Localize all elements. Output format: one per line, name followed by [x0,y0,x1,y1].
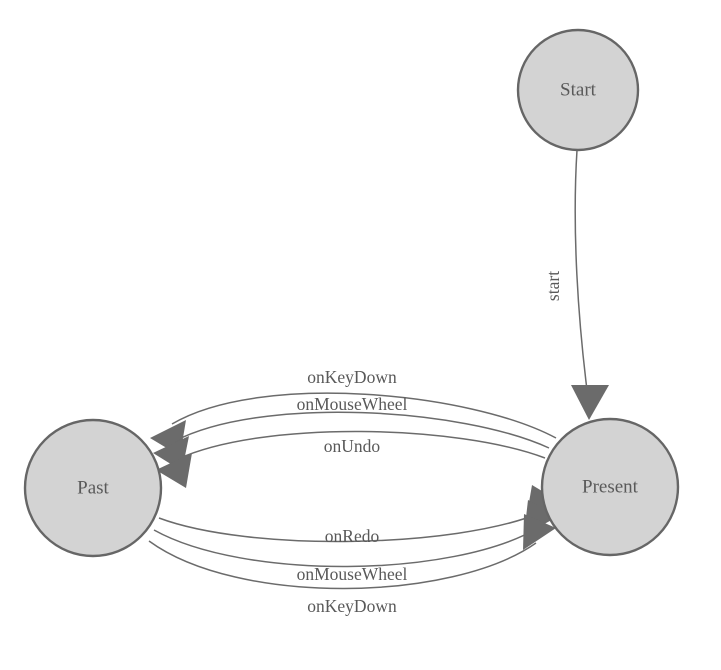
node-past[interactable]: Past [23,418,163,558]
edge-start-arrowhead [571,385,609,420]
edge-onkeydown-redo-label: onKeyDown [307,596,397,616]
edge-onundo-arrowhead [156,453,192,488]
node-past-circle [23,418,163,558]
edge-onmousewheel-undo-label: onMouseWheel [297,394,408,414]
edge-start-path [574,149,589,399]
edge-onkeydown-undo-label: onKeyDown [307,367,397,387]
node-present-label: Present [582,476,639,497]
edge-onkeydown-undo-path [171,392,557,439]
node-present-circle [540,417,680,557]
edge-onredo[interactable]: onRedo [158,485,562,546]
edge-onkeydown-redo-path [148,540,537,590]
edge-onkeydown-redo-arrowhead [523,514,556,550]
edge-onkeydown-redo[interactable]: onKeyDown [148,514,556,616]
node-present[interactable]: Present [540,417,680,557]
edge-onundo-label: onUndo [324,436,381,456]
edge-start-label: start [543,271,563,301]
edge-onredo-label: onRedo [325,526,380,546]
edge-onredo-path [158,512,541,543]
edge-onmousewheel-undo[interactable]: onMouseWheel [153,394,550,471]
edge-onundo-path [177,430,546,460]
edge-onmousewheel-undo-path [174,411,550,449]
node-start[interactable]: Start [516,28,640,152]
edge-start[interactable]: start [543,149,609,420]
node-past-label: Past [77,477,109,498]
node-start-label: Start [560,79,597,100]
node-start-circle [516,28,640,152]
edge-onmousewheel-redo-path [153,527,539,568]
edge-onmousewheel-redo-label: onMouseWheel [297,564,408,584]
edge-onundo[interactable]: onUndo [156,430,546,488]
